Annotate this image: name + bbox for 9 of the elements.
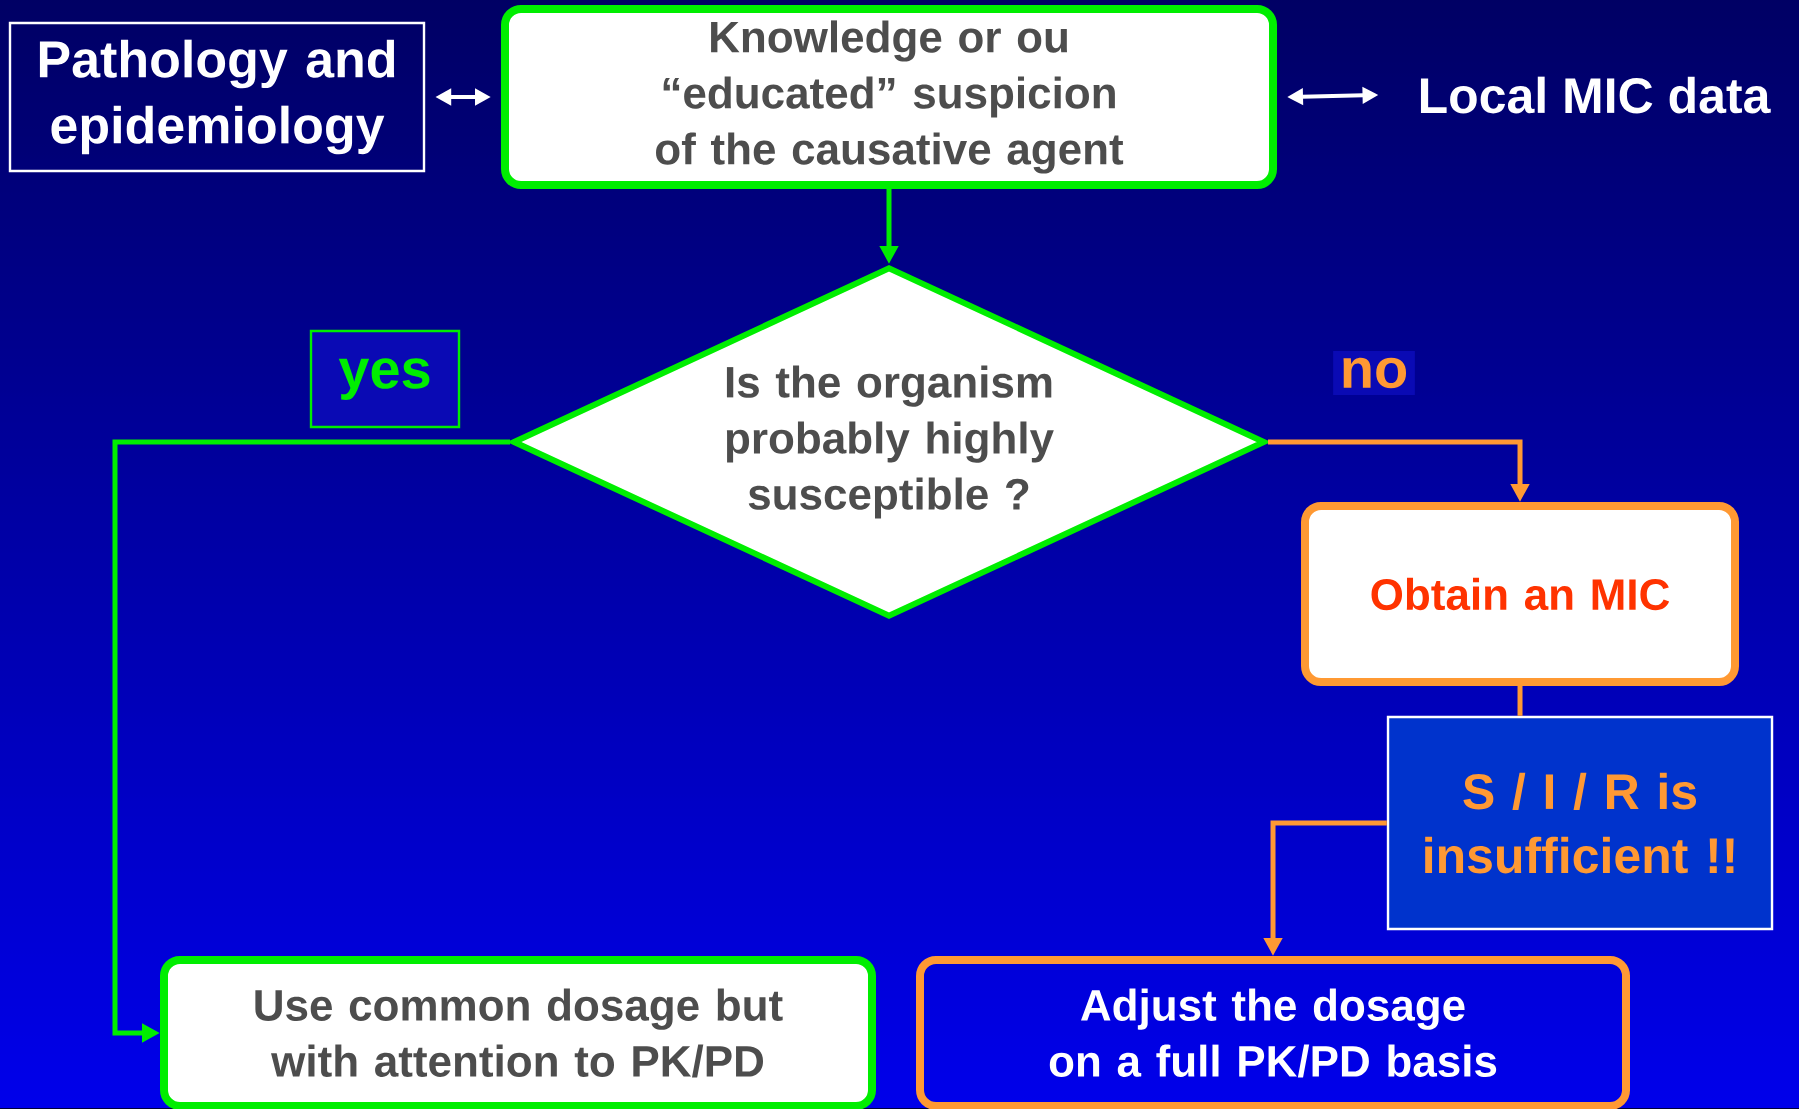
note-box: S / I / R is insufficient !! [1386, 715, 1774, 931]
process-box: Knowledge or ou “educated” suspicion of the causative agent [501, 5, 1277, 189]
text-box: Pathology and epidemiology [8, 21, 426, 173]
edge-label: yes [309, 329, 461, 429]
process-box: Obtain an MIC [1301, 502, 1739, 686]
process-box: Adjust the dosage on a full PK/PD basis [916, 956, 1630, 1109]
edge-label: no [1333, 351, 1415, 396]
process-box: Use common dosage but with attention to PK/PD [160, 956, 876, 1109]
text-label: Local MIC data [1420, 76, 1771, 114]
